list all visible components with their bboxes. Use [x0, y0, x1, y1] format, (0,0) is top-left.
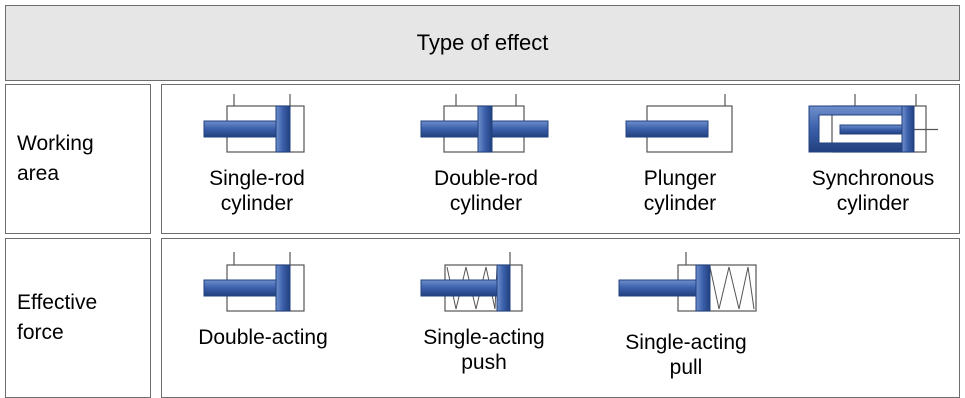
label-line: Single-acting	[625, 331, 747, 354]
double-acting-cylinder-icon	[203, 252, 305, 312]
row-label-line: force	[17, 321, 64, 344]
single-acting-push-label: Single-acting push	[423, 325, 544, 375]
single-rod-cylinder-label: Single-rod cylinder	[209, 166, 305, 216]
double-rod-cylinder-label: Double-rod cylinder	[434, 166, 538, 216]
label-line: Single-rod	[209, 167, 305, 190]
cylinder-symbols	[203, 94, 938, 312]
label-line: Synchronous	[811, 167, 935, 190]
label-line: cylinder	[643, 192, 717, 215]
row-label-line: area	[17, 162, 60, 185]
label-line: cylinder	[836, 192, 910, 215]
label-line: Plunger	[643, 167, 717, 190]
row-label-effective-force: Effective force	[5, 238, 151, 398]
single-acting-pull-cylinder-icon	[618, 252, 757, 312]
header-title: Type of effect	[416, 30, 549, 55]
label-line: push	[461, 351, 507, 374]
double-rod-cylinder-icon	[420, 94, 549, 153]
plunger-cylinder-label: Plunger cylinder	[644, 166, 716, 216]
single-acting-push-cylinder-icon	[420, 252, 523, 312]
label-line: cylinder	[449, 192, 523, 215]
double-acting-label: Double-acting	[198, 325, 328, 350]
synchronous-cylinder-label: Synchronous cylinder	[812, 166, 935, 216]
label-line: Double-acting	[198, 326, 328, 349]
label-line: Double-rod	[434, 167, 538, 190]
plunger-cylinder-icon	[625, 94, 733, 153]
label-line: cylinder	[220, 192, 294, 215]
row-label-working-area: Working area	[5, 84, 151, 234]
single-rod-cylinder-icon	[203, 94, 305, 153]
single-acting-pull-label: Single-acting pull	[625, 330, 746, 380]
row-label-line: Effective	[17, 291, 98, 314]
type-of-effect-header: Type of effect	[5, 5, 960, 81]
synchronous-cylinder-icon	[808, 94, 938, 153]
row-label-line: Working	[17, 132, 94, 155]
label-line: pull	[669, 356, 703, 379]
label-line: Single-acting	[423, 326, 545, 349]
